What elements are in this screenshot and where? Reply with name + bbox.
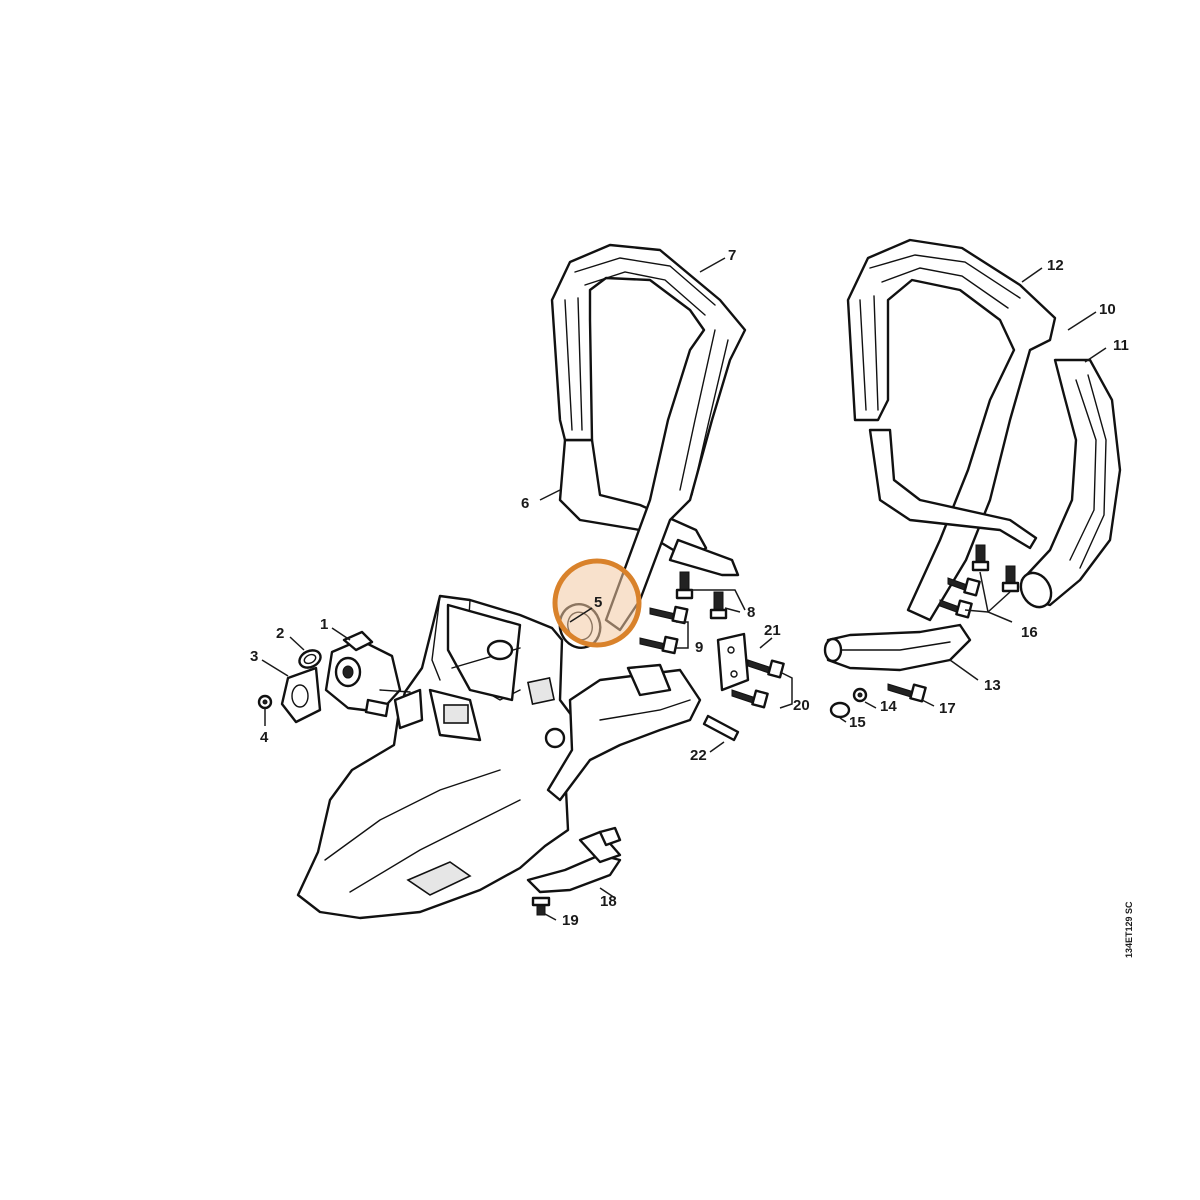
callout-label-3: 3: [250, 648, 258, 665]
nut: [257, 694, 273, 710]
callout-label-2: 2: [276, 625, 284, 642]
screw-16c: [947, 577, 981, 597]
crankcase-housing: [296, 594, 600, 920]
av-arm: [546, 663, 702, 802]
carburetor: [324, 630, 411, 718]
rear-handle-bar: [846, 238, 1122, 622]
pin-22: [702, 714, 740, 742]
callout-label-21: 21: [764, 622, 781, 639]
screw-9a: [649, 605, 689, 625]
callout-label-13: 13: [984, 677, 1001, 694]
screw-9b: [639, 635, 679, 655]
screw-17: [887, 683, 927, 703]
callout-label-7: 7: [728, 247, 736, 264]
handle-grip: [823, 623, 972, 672]
screw-8b: [709, 591, 728, 620]
callout-label-14: 14: [880, 698, 897, 715]
leader-lines: [261, 257, 1107, 921]
callout-label-16: 16: [1021, 624, 1038, 641]
washer-14: [852, 687, 868, 703]
screw-15: [829, 701, 851, 719]
callout-label-15: 15: [849, 714, 866, 731]
callout-label-5: 5: [594, 594, 602, 611]
callout-label-22: 22: [690, 747, 707, 764]
callout-label-9: 9: [695, 639, 703, 656]
screw-19: [531, 896, 551, 916]
gasket-small: [298, 649, 322, 669]
bar-plate: [526, 826, 622, 894]
screw-20a: [747, 659, 785, 679]
callout-label-4: 4: [260, 729, 269, 746]
callout-label-10: 10: [1099, 301, 1116, 318]
callout-label-19: 19: [562, 912, 579, 929]
screw-8a: [675, 571, 694, 600]
callout-labels: 1 2 3 4 5 6 7 8 9 10 11 12 13 14 15 16 1…: [250, 247, 1129, 929]
callout-label-1: 1: [320, 616, 328, 633]
callout-label-8: 8: [747, 604, 755, 621]
callout-label-12: 12: [1047, 257, 1064, 274]
bracket: [716, 632, 750, 692]
callout-label-18: 18: [600, 893, 617, 910]
screw-20b: [731, 689, 769, 709]
highlight-circle: [552, 558, 642, 648]
callout-label-20: 20: [793, 697, 810, 714]
screws: [531, 544, 1020, 916]
screw-16a: [971, 544, 990, 572]
callout-label-6: 6: [521, 495, 529, 512]
screw-16b: [1001, 565, 1020, 593]
screw-16d: [939, 599, 973, 619]
gasket-plate: [280, 666, 322, 724]
drawing-reference: 134ET129 SC: [1124, 901, 1134, 958]
callout-label-11: 11: [1113, 337, 1129, 354]
callout-label-17: 17: [939, 700, 956, 717]
